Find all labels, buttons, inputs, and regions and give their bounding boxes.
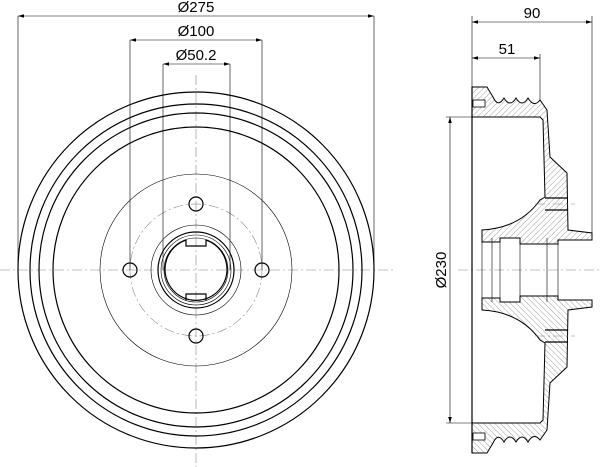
rim-ring [38,112,354,428]
hub-circle [157,231,235,309]
hub-outer-circle [150,224,242,316]
section-half [471,86,593,245]
bolt-hole [188,328,204,344]
side-view-section: 90 51 Ø230 [433,5,600,454]
center-bore-keyway [164,239,228,301]
rim-ring [29,103,363,437]
bolt-hole [188,196,204,212]
disc-ring [99,173,293,367]
hub-circle [163,237,229,303]
outer-diameter-label: Ø275 [178,0,215,16]
bolt-circle-diameter-label: Ø100 [178,23,215,40]
inner-diameter-label: Ø230 [433,252,450,289]
total-height-label: 90 [524,5,541,22]
front-view: Ø275 Ø100 Ø50.2 [0,0,395,467]
braking-surface-circle [52,126,340,414]
drum-depth-label: 51 [499,41,516,58]
hub-circle [160,234,232,306]
center-bore-keyway [185,293,207,300]
center-bore-diameter-label: Ø50.2 [176,47,217,64]
